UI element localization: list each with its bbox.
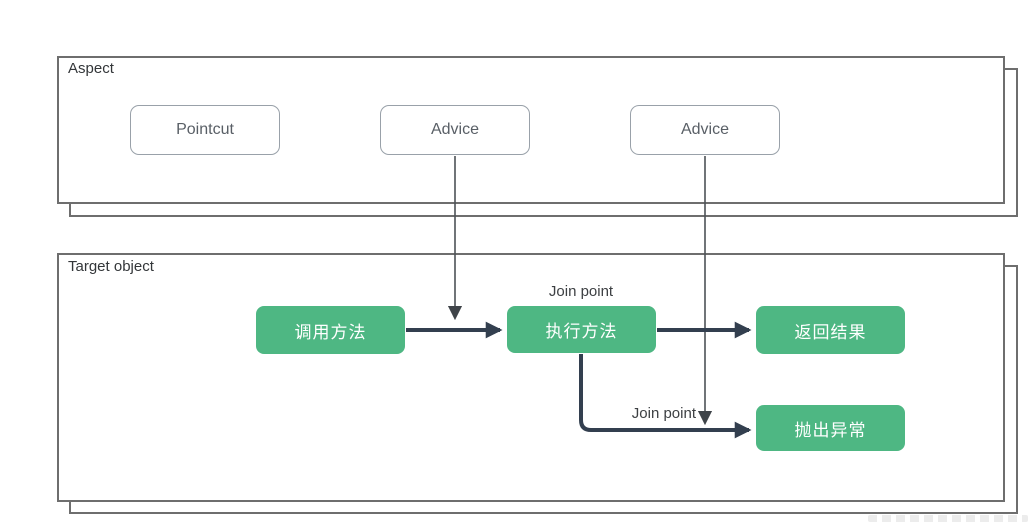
node-call-method: 调用方法	[256, 306, 405, 354]
node-throw-exception: 抛出异常	[756, 405, 905, 451]
node-return-result: 返回结果	[756, 306, 905, 354]
aspect-label: Aspect	[68, 60, 114, 77]
target-object-label: Target object	[68, 258, 154, 275]
node-call-method-label: 调用方法	[294, 322, 367, 342]
node-execute-method: 执行方法	[507, 306, 656, 353]
target-container	[57, 253, 1005, 502]
watermark	[868, 515, 1028, 522]
node-throw-exception-label: 抛出异常	[794, 420, 867, 440]
node-advice-2-label: Advice	[680, 121, 730, 138]
join-point-label-bottom: Join point	[631, 405, 696, 422]
node-advice-2: Advice	[630, 105, 780, 155]
node-return-result-label: 返回结果	[794, 322, 867, 342]
node-pointcut-label: Pointcut	[176, 121, 234, 138]
node-advice-1: Advice	[380, 105, 530, 155]
node-execute-method-label: 执行方法	[545, 322, 618, 341]
node-pointcut: Pointcut	[130, 105, 280, 155]
node-advice-1-label: Advice	[430, 121, 480, 138]
join-point-label-top: Join point	[548, 283, 614, 300]
